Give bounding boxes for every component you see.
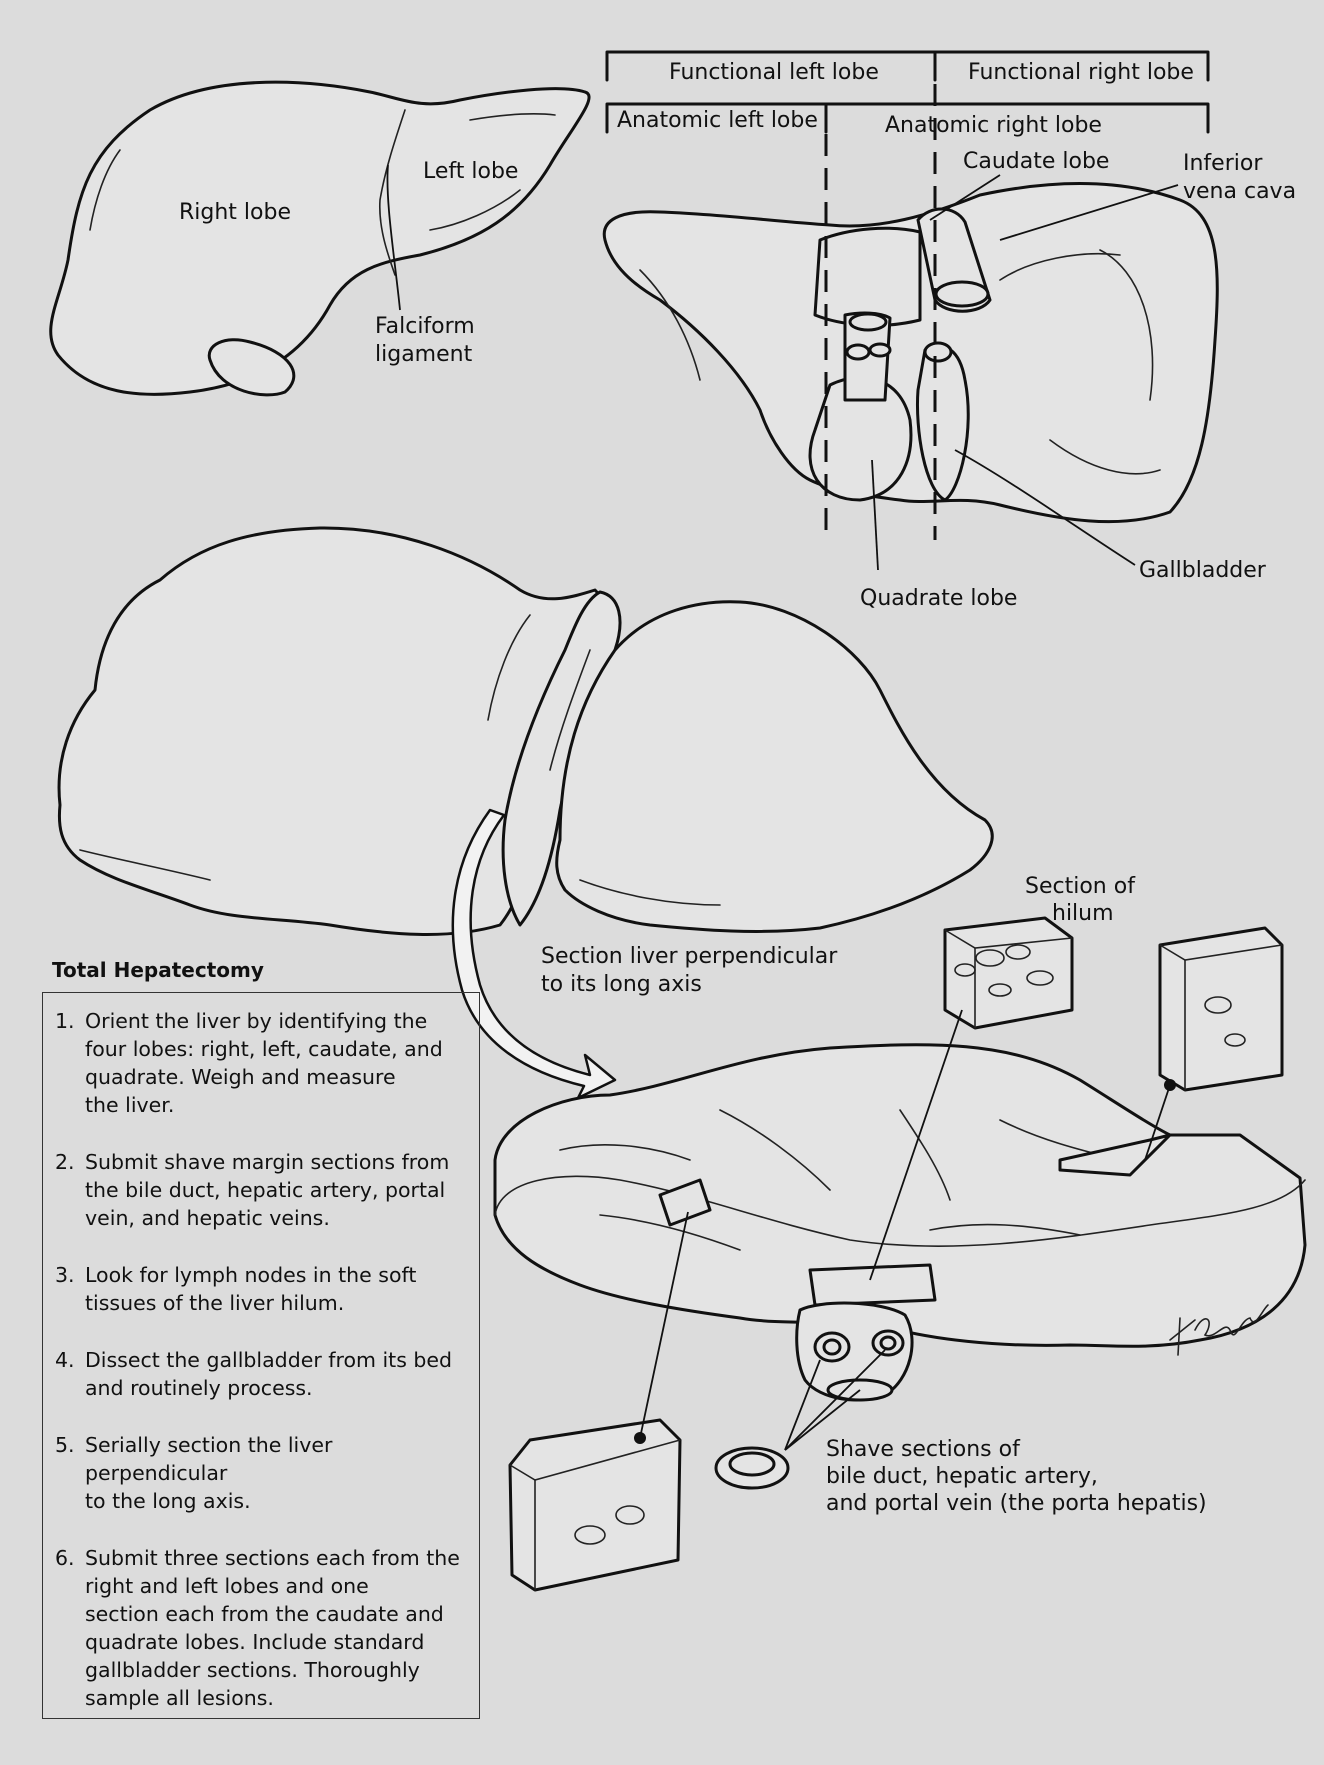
instruction-step: 5. Serially section the liver perpendicul…: [55, 1431, 467, 1515]
step-text: Look for lymph nodes in the soft tissues…: [85, 1263, 417, 1315]
right-lobe-connector-dot: [1164, 1079, 1176, 1091]
instructions-box: 1. Orient the liver by identifying the fo…: [42, 992, 480, 1719]
step-number: 3.: [55, 1263, 75, 1287]
section-hilum-label-line-2: hilum: [1052, 901, 1114, 926]
caudate-lobe-label: Caudate lobe: [963, 149, 1109, 174]
left-lobe-sample-block: [508, 1418, 682, 1592]
instruction-step: 2. Submit shave margin sections from the …: [55, 1148, 467, 1232]
shave-sections-label-line-3: and portal vein (the porta hepatis): [826, 1491, 1207, 1516]
quadrate-leader-line: [871, 459, 879, 571]
left-lobe-connector-dot: [634, 1432, 646, 1444]
functional-right-lobe-label: Functional right lobe: [968, 60, 1194, 85]
step-text: Dissect the gallbladder from its bed and…: [85, 1348, 453, 1400]
falciform-leader-line: [386, 164, 401, 311]
anatomic-left-lobe-label: Anatomic left lobe: [617, 108, 818, 133]
step-number: 1.: [55, 1009, 75, 1033]
falciform-label-line-2: ligament: [375, 342, 473, 367]
caudate-leader-line: [929, 174, 1001, 221]
right-lobe-sample-block: [1158, 926, 1284, 1092]
hilum-connector-line: [869, 1009, 963, 1281]
section-liver-label-line-1: Section liver perpendicular: [541, 944, 838, 969]
shave-section-ring: [714, 1446, 790, 1490]
anterior-liver-illustration: [49, 80, 591, 397]
sectioned-liver-illustration: [57, 526, 994, 936]
gallbladder-leader-line: [954, 449, 1136, 566]
instructions-list: 1. Orient the liver by identifying the fo…: [55, 1007, 467, 1712]
step-text: Submit three sections each from the righ…: [85, 1546, 460, 1710]
right-lobe-connector-line: [1144, 1084, 1171, 1161]
instruction-step: 4. Dissect the gallbladder from its bed a…: [55, 1346, 467, 1402]
left-lobe-connector-line: [639, 1211, 689, 1439]
step-text: Submit shave margin sections from the bi…: [85, 1150, 450, 1230]
functional-left-lobe-label: Functional left lobe: [669, 60, 879, 85]
step-number: 2.: [55, 1150, 75, 1174]
artist-signature: [1169, 1304, 1269, 1356]
shave-connector-line-2: [784, 1389, 861, 1451]
right-lobe-label: Right lobe: [179, 200, 291, 225]
shave-connector-line-1: [784, 1359, 821, 1451]
instruction-step: 1. Orient the liver by identifying the fo…: [55, 1007, 467, 1119]
shave-connector-line-3: [784, 1349, 886, 1451]
shave-sections-label-line-1: Shave sections of: [826, 1437, 1021, 1462]
instruction-step: 3. Look for lymph nodes in the soft tissu…: [55, 1261, 467, 1317]
gallbladder-label: Gallbladder: [1139, 558, 1267, 583]
lobe-brackets: [605, 50, 1210, 134]
step-text: Orient the liver by identifying the four…: [85, 1009, 443, 1117]
ivc-leader-line: [999, 184, 1179, 241]
falciform-label-line-1: Falciform: [375, 314, 475, 339]
step-number: 4.: [55, 1348, 75, 1372]
step-number: 6.: [55, 1546, 75, 1570]
section-liver-label-line-2: to its long axis: [541, 972, 702, 997]
hilum-section-block: [943, 916, 1074, 1030]
quadrate-lobe-label: Quadrate lobe: [860, 586, 1017, 611]
step-number: 5.: [55, 1433, 75, 1457]
ivc-label-line-1: Inferior: [1183, 151, 1263, 176]
section-hilum-label-line-1: Section of: [1025, 874, 1136, 899]
ivc-label-line-2: vena cava: [1183, 179, 1296, 204]
instructions-title: Total Hepatectomy: [52, 958, 264, 982]
step-text: Serially section the liver perpendicular…: [85, 1433, 333, 1513]
shave-sections-label-line-2: bile duct, hepatic artery,: [826, 1464, 1098, 1489]
inferior-liver-illustration: [602, 182, 1219, 524]
anatomic-right-lobe-label: Anatomic right lobe: [885, 113, 1102, 138]
instruction-step: 6. Submit three sections each from the ri…: [55, 1544, 467, 1712]
liver-slice-illustration: [493, 1043, 1307, 1402]
left-lobe-label: Left lobe: [423, 159, 518, 184]
